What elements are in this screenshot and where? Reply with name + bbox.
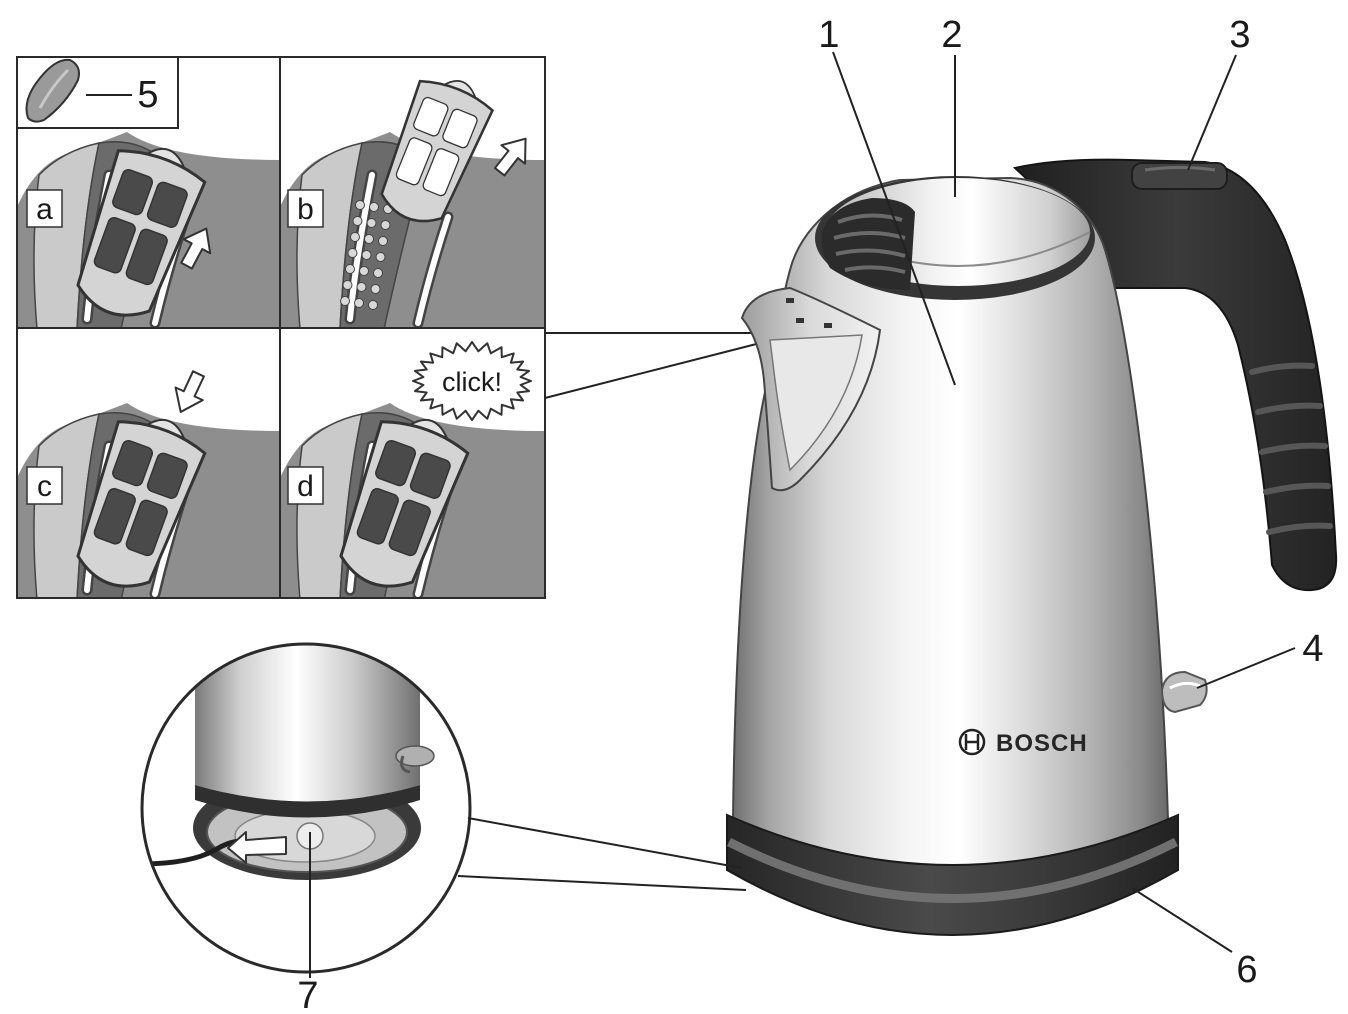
kettle-body-detail	[195, 600, 420, 802]
perforation-hole	[357, 283, 366, 292]
click-text: click!	[442, 367, 502, 397]
perforation-hole	[355, 299, 364, 308]
kettle: BOSCH	[727, 160, 1336, 935]
callout-6: 6	[1236, 949, 1257, 991]
step-letter-d: d	[297, 470, 314, 503]
step-label-a: a	[27, 190, 62, 227]
perforation-hole	[343, 281, 352, 290]
perforation-hole	[341, 297, 350, 306]
leader-line-3	[1188, 55, 1236, 170]
perforation-hole	[356, 201, 365, 210]
filter-steps-panels: click! 5 a b c d	[17, 57, 545, 600]
step-letter-c: c	[37, 470, 52, 503]
perforation-hole	[351, 233, 360, 242]
step-label-d: d	[288, 467, 323, 504]
perforation-hole	[362, 251, 371, 260]
step-label-b: b	[288, 190, 323, 227]
perforation-hole	[369, 301, 378, 310]
perforation-hole	[371, 285, 380, 294]
connector-inset-to-base-lower	[458, 876, 746, 890]
callout-1: 1	[818, 14, 839, 56]
callout-4: 4	[1302, 628, 1323, 670]
perforation-hole	[376, 253, 385, 262]
perforation-hole	[360, 267, 369, 276]
bosch-logo: BOSCH	[960, 730, 1088, 757]
perforation-hole	[365, 235, 374, 244]
perforation-hole	[374, 269, 383, 278]
brand-name: BOSCH	[996, 730, 1088, 757]
perforation-hole	[367, 219, 376, 228]
callout-3: 3	[1229, 14, 1250, 56]
leader-line-6	[1132, 888, 1232, 952]
on-off-switch	[1162, 672, 1207, 712]
callout-5: 5	[137, 74, 158, 116]
callout-7: 7	[297, 975, 318, 1014]
perforation-hole	[370, 203, 379, 212]
part-5-inset: 5	[17, 57, 178, 128]
perforation-hole	[346, 265, 355, 274]
panel-a	[17, 132, 282, 329]
connector-inset-to-base-upper	[468, 818, 742, 868]
perforation-hole	[379, 237, 388, 246]
connector-panel-to-spout-lower	[545, 340, 772, 398]
perforation-hole	[381, 221, 390, 230]
perforation-hole	[353, 217, 362, 226]
leader-line-4	[1197, 648, 1295, 688]
step-letter-b: b	[297, 193, 314, 226]
step-label-c: c	[27, 467, 62, 504]
callout-2: 2	[941, 14, 962, 56]
step-letter-a: a	[36, 193, 53, 226]
perforation-hole	[348, 249, 357, 258]
underside-inset	[140, 600, 470, 972]
